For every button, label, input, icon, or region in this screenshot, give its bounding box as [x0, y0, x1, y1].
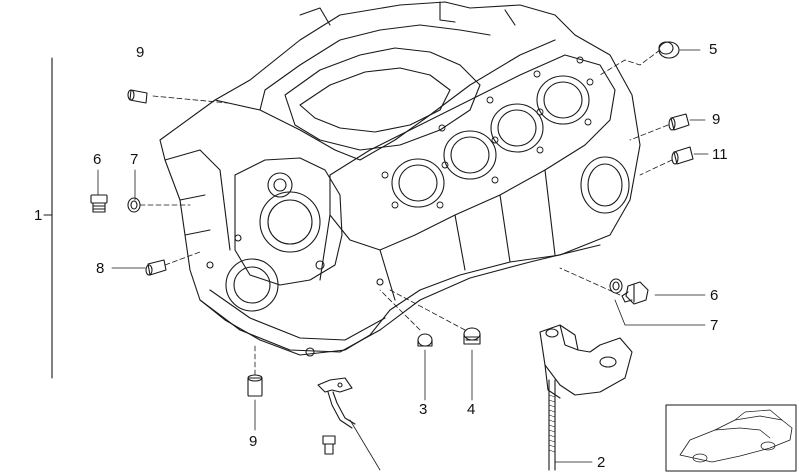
plug-5 — [658, 41, 680, 59]
label-part-9-right: 9 — [712, 111, 721, 128]
dowel-sleeve-9-bottom — [247, 374, 263, 397]
seal-ring-7-right — [609, 278, 623, 294]
dowel-sleeve-9-right — [668, 113, 690, 131]
threaded-plug-4 — [463, 327, 481, 345]
seal-ring-7-left — [127, 197, 141, 213]
sleeve-11 — [671, 146, 694, 165]
label-part-5: 5 — [709, 41, 718, 58]
screw-plug-6-left — [90, 194, 108, 213]
bracket-clip — [317, 377, 356, 455]
label-part-4: 4 — [467, 401, 476, 418]
label-part-11: 11 — [712, 146, 728, 163]
group-bracket-1 — [43, 57, 53, 379]
screw-plug-6-right — [621, 281, 649, 305]
leader-lines — [97, 49, 709, 471]
label-part-7-right: 7 — [710, 317, 719, 334]
bearing-cap-2 — [539, 324, 633, 471]
label-part-2: 2 — [597, 454, 606, 471]
label-part-1: 1 — [34, 207, 43, 224]
dowel-8 — [145, 259, 167, 276]
dowel-sleeve-9-top — [127, 89, 148, 104]
label-part-8: 8 — [96, 260, 105, 277]
label-part-9-bottom: 9 — [249, 433, 258, 450]
engine-block — [159, 1, 641, 357]
label-part-7-left: 7 — [130, 151, 139, 168]
label-part-6-left: 6 — [93, 151, 102, 168]
label-part-6-right: 6 — [710, 287, 719, 304]
car-thumbnail — [665, 404, 797, 472]
label-part-3: 3 — [419, 401, 428, 418]
plug-3 — [417, 333, 433, 347]
label-part-9-top: 9 — [136, 44, 145, 61]
